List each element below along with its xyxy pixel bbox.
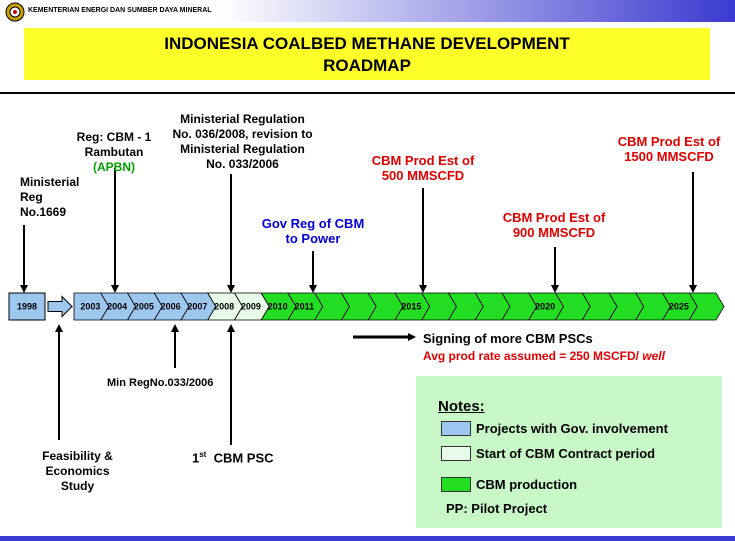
label-prod-900: CBM Prod Est of 900 MMSCFD: [502, 210, 606, 240]
year-label-2005: 2005: [134, 302, 154, 312]
timeline-arrows: [20, 168, 697, 445]
legend-swatch-gov: [441, 421, 471, 436]
year-label-2011: 2011: [295, 302, 315, 312]
label-signing: Signing of more CBM PSCs: [423, 331, 593, 346]
title-divider: [0, 92, 735, 94]
notes-title: Notes:: [438, 398, 485, 415]
header-bar: [0, 0, 735, 22]
label-avg-prod-unit: well: [642, 349, 665, 363]
label-feasibility: Feasibility & Economics Study: [42, 449, 113, 493]
legend-swatch-production: [441, 477, 471, 492]
year-label-2007: 2007: [187, 302, 207, 312]
title-box: INDONESIA COALBED METHANE DEVELOPMENT RO…: [24, 28, 710, 80]
label-first-psc-text: CBM PSC: [213, 450, 274, 466]
label-reg-cbm-1: Reg: CBM - 1 Rambutan (APBN): [54, 130, 174, 175]
label-reg-cbm-1-text: Reg: CBM - 1 Rambutan: [76, 130, 152, 159]
label-prod-1500: CBM Prod Est of 1500 MMSCFD: [617, 134, 721, 164]
label-avg-prod-text: Avg prod rate assumed = 250 MSCFD/: [423, 349, 639, 363]
label-gov-reg: Gov Reg of CBM to Power: [261, 216, 365, 246]
legend-production: CBM production: [476, 477, 578, 492]
label-first-psc: 1st CBM PSC: [192, 447, 274, 465]
year-label-2015: 2015: [401, 302, 421, 312]
year-label-2010: 2010: [268, 302, 288, 312]
label-first-psc-sup: st: [199, 450, 207, 459]
legend-pp: PP: Pilot Project: [446, 501, 548, 516]
year-label-2008: 2008: [214, 302, 234, 312]
year-label-2009: 2009: [241, 302, 261, 312]
legend-gov: Projects with Gov. involvement: [476, 421, 668, 436]
page-title-line2: ROADMAP: [323, 56, 411, 75]
year-label-2006: 2006: [161, 302, 181, 312]
page-title-line1: INDONESIA COALBED METHANE DEVELOPMENT: [164, 34, 570, 53]
timeline-chevron: [688, 292, 725, 321]
label-ministerial-regulation: Ministerial Regulation No. 036/2008, rev…: [172, 112, 313, 171]
label-ministerial-reg: Ministerial Reg No.1669: [20, 175, 80, 219]
footer-bar: [0, 536, 735, 541]
year-label-2025: 2025: [669, 302, 689, 312]
timeline-connector-arrow: [47, 295, 73, 318]
year-label-2004: 2004: [107, 302, 127, 312]
notes-legend: Notes: Projects with Gov. involvement St…: [416, 376, 722, 528]
label-prod-500: CBM Prod Est of 500 MMSCFD: [371, 153, 475, 183]
label-apbn: (APBN): [93, 160, 135, 174]
year-label-2020: 2020: [535, 302, 555, 312]
label-min-reg-033: Min RegNo.033/2006: [107, 377, 214, 389]
year-label-1998: 1998: [17, 302, 37, 312]
legend-swatch-contract: [441, 446, 471, 461]
year-label-2003: 2003: [80, 302, 100, 312]
timeline-bar: 1998 2003 2004 2005 2006 2007 2008 2009 2010 2011…: [8, 292, 725, 321]
timeline-segment-1998: [8, 292, 46, 321]
label-first-psc-prefix: 1: [192, 450, 200, 466]
label-avg-prod: Avg prod rate assumed = 250 MSCFD/ well: [423, 349, 665, 364]
ministry-logo-icon: [5, 2, 25, 22]
legend-contract: Start of CBM Contract period: [476, 446, 656, 461]
ministry-name: KEMENTERIAN ENERGI DAN SUMBER DAYA MINER…: [28, 7, 212, 14]
